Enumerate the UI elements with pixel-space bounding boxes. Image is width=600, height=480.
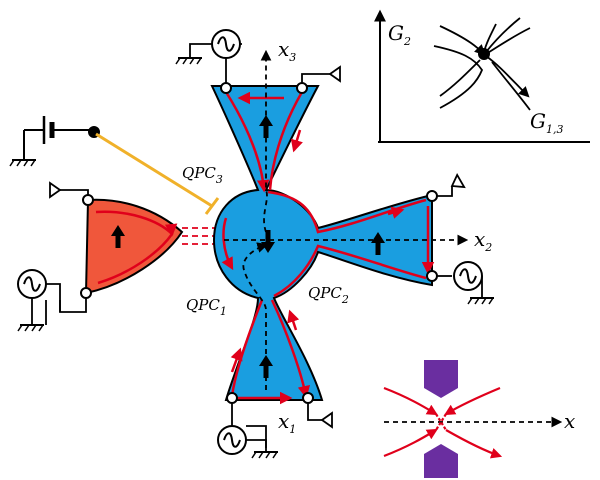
qpc3-label: QPC	[182, 164, 216, 182]
left-lead-region	[84, 198, 184, 295]
ac-source-icon-left	[17, 269, 47, 299]
inset-xlabel: G	[530, 109, 546, 133]
x2-label: x	[474, 227, 485, 251]
voltmeter-probe-icon-top	[329, 66, 341, 82]
svg-text:x3: x3	[278, 37, 296, 64]
inset-ylabel-subscript: 2	[403, 35, 411, 48]
voltmeter-probe-icon-bottom	[321, 412, 333, 428]
svg-text:x2: x2	[474, 227, 492, 254]
ground-icon-right	[467, 297, 495, 305]
left-ac-wiring	[31, 283, 61, 325]
split-gate-bottom	[424, 444, 458, 478]
ground-icon-left	[17, 324, 45, 332]
gate-line	[95, 132, 220, 215]
x1-subscript: 1	[289, 423, 296, 436]
ground-icon-bottom	[251, 451, 279, 459]
ac-source-icon-right	[453, 261, 483, 291]
inset-xlabel-subscript: 1,3	[546, 123, 564, 136]
left-lead-edge-current	[95, 210, 178, 285]
qpc-inset: x	[383, 360, 575, 478]
x1-label: x	[278, 409, 289, 433]
qpc2-label: QPC	[308, 284, 342, 302]
battery-icon	[9, 116, 100, 167]
x2-subscript: 2	[484, 241, 492, 254]
x3-subscript: 3	[289, 51, 296, 64]
svg-text:G2: G2	[388, 21, 411, 48]
bottom-ac-wiring	[246, 439, 267, 452]
qpc-inset-axis-label: x	[564, 409, 575, 433]
ac-source-icon-top	[211, 29, 241, 59]
ac-source-icon-bottom	[217, 425, 247, 455]
qpc2-subscript: 2	[341, 293, 349, 306]
svg-text:QPC1: QPC1	[186, 296, 227, 318]
x3-label: x	[278, 37, 289, 61]
qpc3-subscript: 3	[216, 173, 223, 186]
coordinate-axes	[224, 49, 469, 390]
qpc1-subscript: 1	[220, 305, 227, 318]
conductance-inset: G2 G1,3	[374, 9, 590, 143]
svg-text:x1: x1	[278, 409, 296, 436]
voltmeter-probe-icon-left	[49, 182, 61, 198]
edge-current-lines	[221, 91, 435, 405]
ground-icon-top	[175, 57, 203, 65]
svg-text:QPC3: QPC3	[182, 164, 223, 186]
split-gate-top	[424, 360, 458, 398]
qpc1-label: QPC	[186, 296, 220, 314]
dot-region	[210, 85, 433, 401]
svg-text:G1,3: G1,3	[530, 109, 563, 136]
voltmeter-probe-icon-right	[447, 174, 466, 193]
inset-ylabel: G	[388, 21, 404, 45]
svg-text:QPC2: QPC2	[308, 284, 349, 306]
